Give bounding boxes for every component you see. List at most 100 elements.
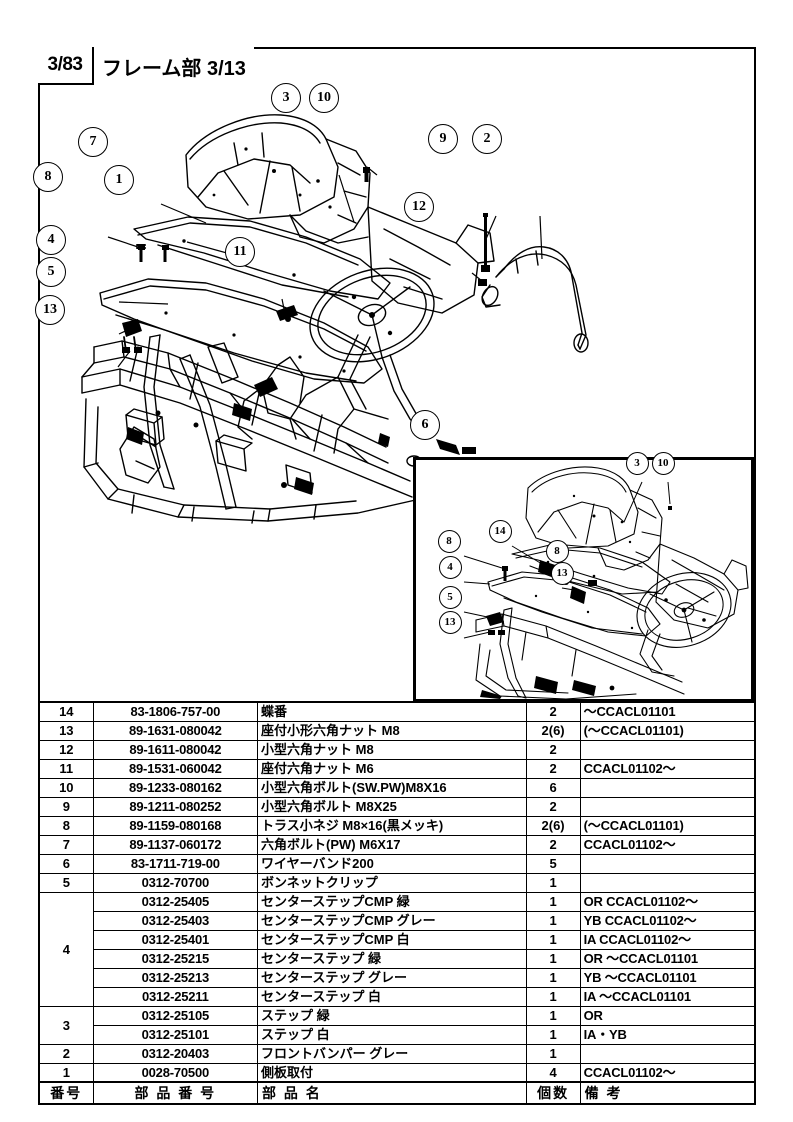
cell-item-number: 11 [37, 758, 94, 779]
cell-part-number: 0312-25101 [92, 1024, 259, 1045]
cell-part-name: ステップ 白 [257, 1024, 527, 1045]
cell-part-name: 六角ボルト(PW) M6X17 [257, 834, 527, 855]
cell-remarks: OR [579, 1005, 756, 1026]
cell-part-name: ボンネットクリップ [257, 872, 527, 893]
cell-part-name: フロントバンパー グレー [257, 1043, 527, 1064]
cell-part-name: 小型六角ナット M8 [257, 739, 527, 760]
main-callout-2[interactable]: 2 [472, 124, 502, 154]
cell-part-name: 蝶番 [257, 701, 527, 722]
main-callout-9[interactable]: 9 [428, 124, 458, 154]
page-title: フレーム部 3/13 [94, 47, 254, 85]
inset-callout-10[interactable]: 10 [651, 451, 675, 475]
cell-part-name: センターステップCMP 白 [257, 929, 527, 950]
main-callout-12[interactable]: 12 [404, 192, 434, 222]
cell-part-number: 0312-25211 [92, 986, 259, 1007]
cell-remarks: IA CCACL01102～ [579, 929, 756, 950]
header-quantity: 個数 [525, 1081, 581, 1105]
cell-part-number: 89-1211-080252 [92, 796, 259, 817]
main-callout-11[interactable]: 11 [225, 237, 255, 267]
inset-callout-8[interactable]: 8 [437, 529, 461, 553]
main-callout-6[interactable]: 6 [410, 410, 440, 440]
table-header-row: 番号部 品 番 号部 品 名個数備 考 [37, 1081, 756, 1105]
cell-remarks [579, 853, 756, 874]
inset-callout-13[interactable]: 13 [438, 610, 462, 634]
cell-quantity: 2 [525, 758, 581, 779]
cell-part-name: センターステップCMP グレー [257, 910, 527, 931]
cell-part-number: 0312-25405 [92, 891, 259, 912]
sheet-number: 3/83 [38, 47, 94, 85]
cell-part-name: 座付小形六角ナット M8 [257, 720, 527, 741]
main-callout-13[interactable]: 13 [35, 295, 65, 325]
cell-remarks: YB CCACL01102～ [579, 910, 756, 931]
main-callout-1[interactable]: 1 [104, 165, 134, 195]
cell-item-number: 4 [37, 891, 94, 1007]
inset-callout-3[interactable]: 3 [625, 451, 649, 475]
cell-quantity: 1 [525, 986, 581, 1007]
cell-quantity: 1 [525, 1005, 581, 1026]
cell-part-number: 0312-25213 [92, 967, 259, 988]
main-assembly-drawing [38, 47, 756, 699]
cell-part-number: 83-1711-719-00 [92, 853, 259, 874]
inset-callout-8[interactable]: 8 [545, 539, 569, 563]
cell-quantity: 1 [525, 910, 581, 931]
cell-item-number: 5 [37, 872, 94, 893]
inset-callout-5[interactable]: 5 [438, 585, 462, 609]
header-remarks: 備 考 [579, 1081, 756, 1105]
cell-part-name: 小型六角ボルト M8X25 [257, 796, 527, 817]
main-callout-8[interactable]: 8 [33, 162, 63, 192]
cell-part-number: 89-1611-080042 [92, 739, 259, 760]
inset-callout-4[interactable]: 4 [438, 555, 462, 579]
cell-remarks: CCACL01102～ [579, 1062, 756, 1083]
cell-remarks: OR CCACL01102～ [579, 891, 756, 912]
cell-remarks: CCACL01102～ [579, 834, 756, 855]
cell-part-number: 89-1159-080168 [92, 815, 259, 836]
cell-quantity: 2 [525, 796, 581, 817]
inset-callout-13[interactable]: 13 [550, 561, 574, 585]
cell-quantity: 2(6) [525, 815, 581, 836]
cell-quantity: 1 [525, 872, 581, 893]
main-callout-3[interactable]: 3 [271, 83, 301, 113]
cell-part-name: トラス小ネジ M8×16(黒メッキ) [257, 815, 527, 836]
main-callout-10[interactable]: 10 [309, 83, 339, 113]
inset-callout-14[interactable]: 14 [488, 519, 512, 543]
cell-remarks [579, 796, 756, 817]
cell-quantity: 1 [525, 929, 581, 950]
cell-part-number: 0312-70700 [92, 872, 259, 893]
cell-remarks: IA・YB [579, 1024, 756, 1045]
cell-item-number: 14 [37, 701, 94, 722]
cell-item-number: 1 [37, 1062, 94, 1083]
cell-quantity: 1 [525, 948, 581, 969]
cell-part-number: 89-1233-080162 [92, 777, 259, 798]
cell-part-name: 側板取付 [257, 1062, 527, 1083]
cell-remarks [579, 777, 756, 798]
cell-item-number: 12 [37, 739, 94, 760]
main-callout-5[interactable]: 5 [36, 257, 66, 287]
cell-remarks: CCACL01102～ [579, 758, 756, 779]
header-part-number: 部 品 番 号 [92, 1081, 259, 1105]
main-callout-4[interactable]: 4 [36, 225, 66, 255]
cell-item-number: 8 [37, 815, 94, 836]
main-callout-7[interactable]: 7 [78, 127, 108, 157]
cell-part-number: 0312-25105 [92, 1005, 259, 1026]
